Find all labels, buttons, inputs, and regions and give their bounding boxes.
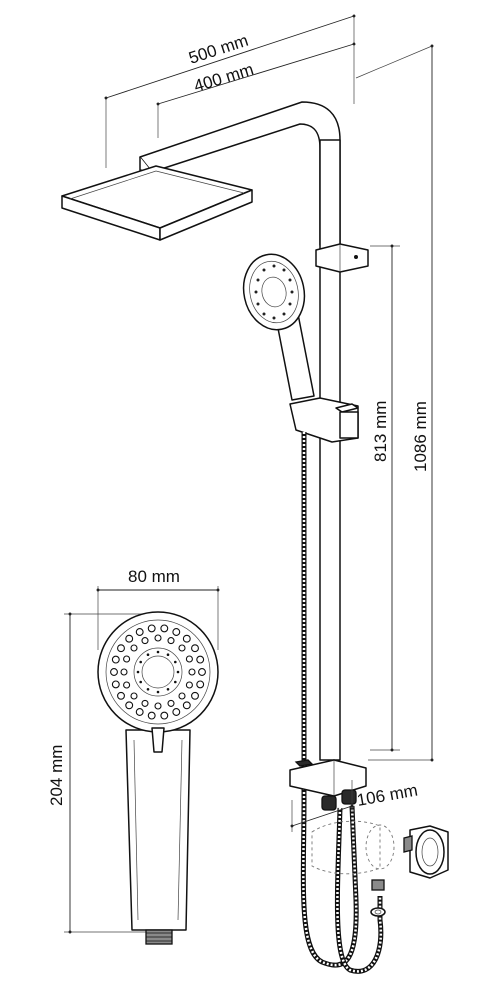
spray-jet-icon bbox=[117, 691, 125, 700]
arm-length-label: 400 mm bbox=[192, 60, 256, 96]
spray-jet-icon bbox=[141, 637, 149, 645]
mist-jet-icon bbox=[139, 680, 142, 684]
spray-jet-icon bbox=[182, 701, 191, 710]
spray-jet-icon bbox=[154, 634, 162, 642]
spray-jet-icon bbox=[188, 668, 196, 676]
spray-jet-icon bbox=[141, 699, 149, 707]
spray-jet-icon bbox=[154, 702, 162, 710]
spray-jet-icon bbox=[172, 708, 181, 716]
spray-jet-icon bbox=[160, 624, 169, 633]
mist-jet-icon bbox=[139, 660, 142, 664]
mist-jet-icon bbox=[146, 653, 150, 656]
mist-jet-icon bbox=[156, 650, 160, 654]
spray-jet-icon bbox=[147, 624, 156, 633]
spray-jet-icon bbox=[185, 681, 193, 689]
spray-jet-icon bbox=[117, 644, 125, 653]
diverter-block bbox=[289, 759, 367, 811]
spray-jet-icon bbox=[130, 644, 138, 652]
spray-jet-icon bbox=[167, 637, 175, 645]
spray-jet-icon bbox=[123, 681, 131, 689]
mist-jet-icon bbox=[174, 660, 177, 664]
riser-bar bbox=[315, 139, 369, 761]
handset-width-label: 80 mm bbox=[128, 567, 180, 586]
spray-jet-icon bbox=[191, 691, 199, 700]
spray-jet-icon bbox=[198, 668, 206, 676]
handset-length-label: 204 mm bbox=[47, 745, 66, 806]
mist-jet-icon bbox=[176, 670, 180, 674]
spray-jet-icon bbox=[167, 699, 175, 707]
spray-jet-icon bbox=[178, 644, 186, 652]
mist-jet-icon bbox=[174, 680, 177, 684]
spray-jet-icon bbox=[125, 634, 134, 643]
spray-jet-icon bbox=[196, 655, 205, 664]
handset-width-dimension: 80 mm bbox=[96, 567, 220, 650]
spray-jet-icon bbox=[120, 668, 128, 676]
thermostatic-mixer-ghost bbox=[311, 820, 449, 917]
spray-jet-icon bbox=[196, 680, 205, 689]
spray-jet-icon bbox=[191, 644, 199, 653]
spray-jet-icon bbox=[185, 655, 193, 663]
handset-front-view bbox=[97, 611, 219, 945]
spray-jet-icon bbox=[182, 634, 191, 643]
spray-jet-icon bbox=[110, 668, 118, 676]
spray-jet-icon bbox=[135, 628, 144, 636]
mist-jet-icon bbox=[166, 653, 170, 656]
spray-jet-icon bbox=[130, 692, 138, 700]
spray-jet-icon bbox=[135, 708, 144, 716]
spray-jet-icon bbox=[147, 711, 156, 720]
spray-jet-icon bbox=[125, 701, 134, 710]
mist-jet-icon bbox=[156, 690, 160, 694]
mist-jet-icon bbox=[166, 688, 170, 691]
mist-jet-icon bbox=[136, 670, 140, 674]
spray-jet-icon bbox=[123, 655, 131, 663]
spray-jet-icon bbox=[172, 628, 181, 636]
overall-height-label: 1086 mm bbox=[411, 401, 430, 472]
shower-hose bbox=[300, 432, 384, 974]
bar-height-dimension: 813 mm bbox=[370, 244, 400, 752]
hand-shower-on-holder bbox=[242, 253, 359, 443]
mist-jet-icon bbox=[146, 688, 150, 691]
spray-jet-icon bbox=[111, 680, 120, 689]
overhead-rain-shower bbox=[61, 101, 341, 246]
spray-jet-icon bbox=[111, 655, 120, 664]
spray-jet-icon bbox=[178, 692, 186, 700]
spray-jet-icon bbox=[160, 711, 169, 720]
bar-height-label: 813 mm bbox=[371, 401, 390, 462]
overall-height-dimension: 1086 mm bbox=[355, 44, 434, 762]
